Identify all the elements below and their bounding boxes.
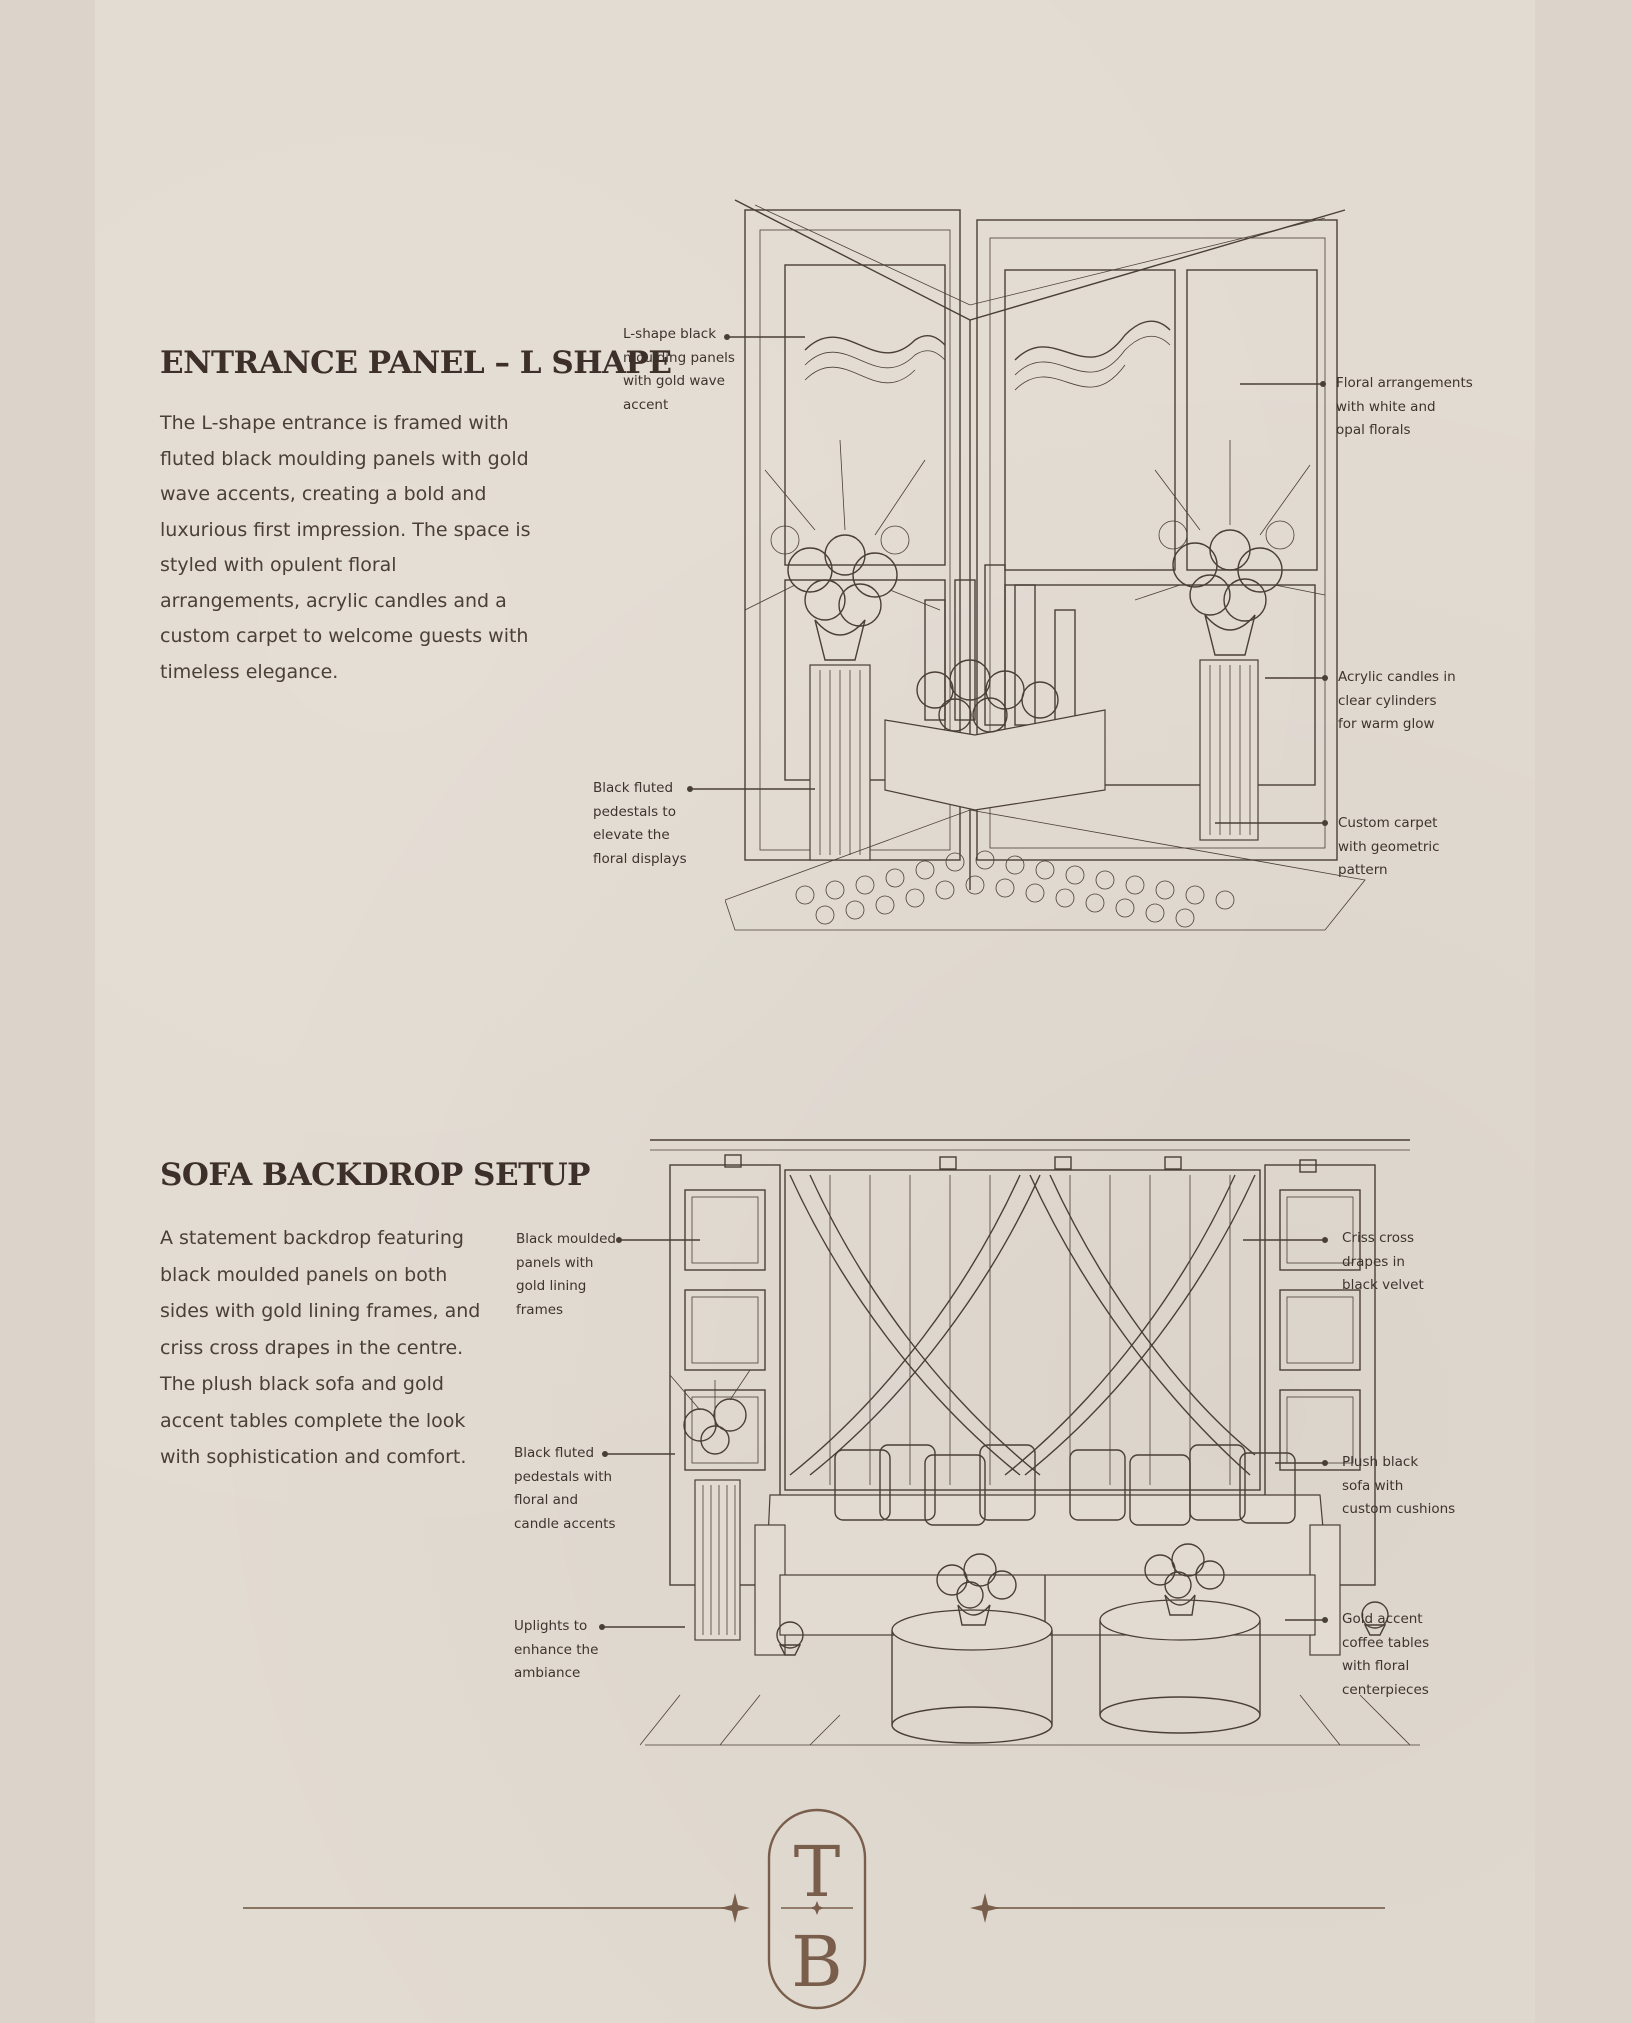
callout-line: pedestals to — [593, 803, 676, 820]
sparkle-icon — [970, 1893, 1000, 1923]
callout-line: elevate the — [593, 827, 670, 843]
monogram-letter-top: T — [794, 1831, 841, 1913]
entrance-leader-lines — [687, 334, 1328, 826]
callout-line: L-shape black — [623, 326, 717, 342]
callout-line: Black fluted — [514, 1445, 595, 1461]
callout-line: Uplights to — [514, 1618, 588, 1634]
callout-line: enhance the — [514, 1641, 599, 1658]
callout-coffee-tables: Gold accent coffee tables with floral ce… — [1342, 1608, 1429, 1702]
callout-line: floral and — [514, 1492, 579, 1508]
callout-line: with white and — [1336, 398, 1436, 415]
callout-line: clear cylinders — [1338, 692, 1437, 709]
callout-fluted-pedestals: Black fluted pedestals to elevate the fl… — [593, 777, 687, 871]
callout-line: pedestals with — [514, 1468, 613, 1485]
callout-line: for warm glow — [1338, 716, 1435, 732]
callout-line: Acrylic candles in — [1338, 669, 1456, 685]
callout-line: Black moulded — [516, 1231, 616, 1247]
callout-criss-cross-drapes: Criss cross drapes in black velvet — [1342, 1227, 1424, 1298]
callout-plush-sofa: Plush black sofa with custom cushions — [1342, 1451, 1455, 1522]
callout-line: custom cushions — [1342, 1501, 1456, 1517]
callout-line: Criss cross — [1342, 1230, 1415, 1246]
callout-line: sofa with — [1342, 1477, 1404, 1494]
callout-floral-arrangements: Floral arrangements with white and opal … — [1336, 372, 1473, 443]
sparkle-icon — [720, 1893, 750, 1923]
callout-line: panels with — [516, 1254, 594, 1271]
callout-line: coffee tables — [1342, 1634, 1430, 1651]
callout-line: opal florals — [1336, 422, 1411, 438]
sofa-leader-lines — [599, 1237, 1328, 1630]
footer-divider-left — [243, 1907, 733, 1909]
callout-line: candle accents — [514, 1515, 616, 1532]
entrance-description: The L-shape entrance is framed with flut… — [160, 412, 531, 683]
callout-line: pattern — [1338, 862, 1388, 878]
callout-fluted-pedestals-sofa: Black fluted pedestals with floral and c… — [514, 1442, 615, 1536]
callout-line: gold lining — [516, 1278, 587, 1294]
footer-divider-right — [980, 1907, 1385, 1909]
callout-line: moulding panels — [623, 349, 735, 366]
callout-line: Custom carpet — [1338, 815, 1438, 831]
callout-line: with geometric — [1338, 838, 1440, 855]
sofa-description: A statement backdrop featuring black mou… — [160, 1227, 481, 1468]
callout-line: frames — [516, 1301, 564, 1318]
callout-line: accent — [623, 396, 669, 413]
callout-line: black velvet — [1342, 1277, 1424, 1293]
sofa-title: SOFA BACKDROP SETUP — [160, 1157, 590, 1193]
monogram-letter-bottom: B — [791, 1921, 842, 2003]
callout-acrylic-candles: Acrylic candles in clear cylinders for w… — [1338, 666, 1456, 737]
entrance-sketch — [725, 199, 1366, 931]
sofa-sketch — [640, 1139, 1420, 1746]
callout-line: floral displays — [593, 850, 687, 867]
callout-custom-carpet: Custom carpet with geometric pattern — [1338, 812, 1440, 883]
entrance-title: ENTRANCE PANEL – L SHAPE — [160, 345, 672, 381]
callout-line: with floral — [1342, 1658, 1410, 1674]
monogram-logo: T B — [767, 1808, 867, 2010]
callout-line: with gold wave — [623, 373, 725, 389]
callout-line: ambiance — [514, 1665, 581, 1681]
callout-line: Gold accent — [1342, 1611, 1423, 1627]
page: ENTRANCE PANEL – L SHAPE The L-shape ent… — [95, 0, 1535, 2023]
callout-line: Plush black — [1342, 1454, 1419, 1470]
callout-line: Black fluted — [593, 780, 674, 796]
callout-uplights: Uplights to enhance the ambiance — [514, 1615, 598, 1686]
callout-line: centerpieces — [1342, 1681, 1429, 1698]
callout-line: drapes in — [1342, 1253, 1405, 1270]
callout-moulding-panels: L-shape black moulding panels with gold … — [623, 323, 735, 417]
callout-moulded-panels: Black moulded panels with gold lining fr… — [516, 1228, 616, 1322]
callout-line: Floral arrangements — [1336, 375, 1473, 391]
